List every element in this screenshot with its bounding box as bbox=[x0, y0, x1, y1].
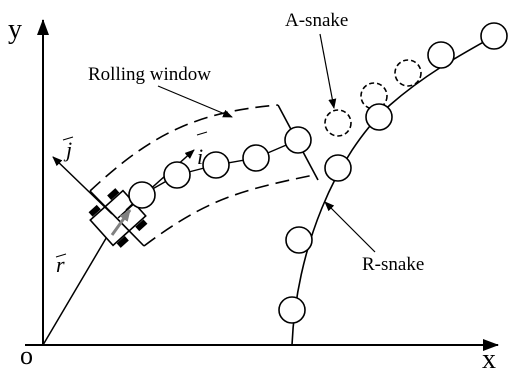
rolling-window-leader bbox=[157, 85, 233, 118]
a-snake-node bbox=[163, 161, 191, 189]
a-snake-node bbox=[128, 181, 156, 209]
x-axis-label: x bbox=[482, 344, 496, 375]
a-snake-node-predicted bbox=[394, 59, 422, 87]
vector-i-arrow-bar bbox=[196, 131, 208, 136]
heading-arrow bbox=[110, 209, 132, 236]
r-snake-node bbox=[480, 22, 508, 50]
rolling-window-rear-edge bbox=[89, 190, 145, 247]
rolling-window-lower-edge bbox=[143, 174, 315, 247]
origin-label: o bbox=[20, 341, 33, 370]
r-snake-node bbox=[285, 226, 313, 254]
r-snake-node bbox=[324, 154, 352, 182]
y-axis-label: y bbox=[8, 14, 22, 45]
unit-vector-j bbox=[52, 156, 113, 215]
a-snake-leader bbox=[319, 33, 337, 109]
rolling-window-upper-edge bbox=[89, 104, 279, 192]
vector-j-label: j bbox=[63, 137, 72, 162]
r-snake-label: R-snake bbox=[362, 254, 424, 275]
vector-i-label: i bbox=[197, 144, 203, 169]
vector-r-label: r bbox=[56, 252, 65, 277]
a-snake-label: A-snake bbox=[285, 10, 348, 31]
a-snake-node-predicted bbox=[324, 109, 352, 137]
r-snake-node bbox=[427, 41, 455, 69]
a-snake-node bbox=[284, 126, 312, 154]
r-snake-node bbox=[278, 296, 306, 324]
r-snake-node bbox=[365, 103, 393, 131]
vector-r-arrow-bar bbox=[55, 253, 67, 258]
vector-j-arrow-bar bbox=[62, 136, 74, 141]
a-snake-node bbox=[202, 151, 230, 179]
unit-vector-i bbox=[117, 149, 195, 219]
rolling-window-label: Rolling window bbox=[88, 64, 211, 85]
position-vector-r bbox=[42, 217, 119, 346]
r-snake-curve bbox=[291, 29, 506, 346]
a-snake-node bbox=[242, 144, 270, 172]
r-snake-leader bbox=[324, 201, 376, 253]
